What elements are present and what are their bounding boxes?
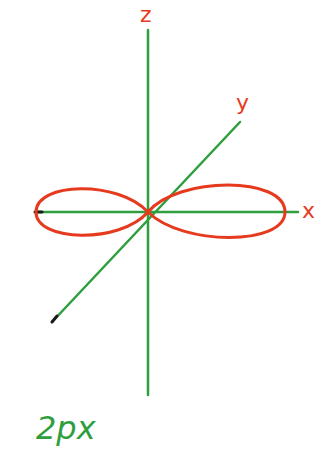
- orbital-lobe: [36, 189, 148, 236]
- axis-label: z: [140, 4, 152, 26]
- axis-label: x: [302, 200, 315, 222]
- x-axis: [35, 211, 298, 214]
- axis-tick: [52, 316, 57, 322]
- axis-label: y: [236, 92, 249, 114]
- y-axis: [52, 122, 240, 322]
- orbital-caption: 2px: [36, 412, 96, 444]
- orbital-lobe: [148, 185, 285, 238]
